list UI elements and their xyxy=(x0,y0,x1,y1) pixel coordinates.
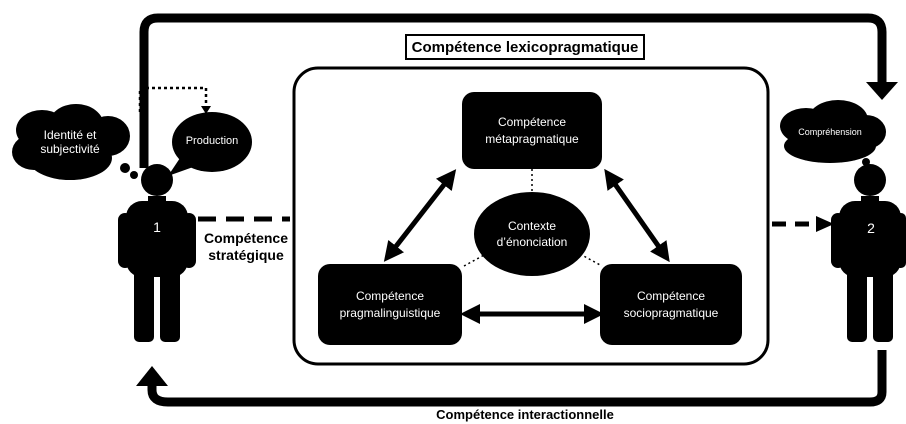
pragmalinguistic-line2: pragmalinguistique xyxy=(339,305,441,320)
bottom-loop-arrowhead xyxy=(136,366,168,386)
comprehension-bubble-text: Compréhension xyxy=(798,127,862,137)
sociopragmatic-box: Compétence sociopragmatique xyxy=(600,264,742,345)
top-loop-arrowhead xyxy=(866,82,898,100)
lexicopragmatic-title: Compétence lexicopragmatique xyxy=(405,34,645,60)
title-text: Compétence lexicopragmatique xyxy=(411,38,639,56)
context-line2: d’énonciation xyxy=(496,235,568,249)
person-2-figure xyxy=(831,164,906,342)
production-bubble-text: Production xyxy=(185,135,239,147)
person-2-number: 2 xyxy=(867,220,875,236)
dotted-arrow xyxy=(138,86,208,112)
pragmalinguistic-line1: Compétence xyxy=(355,289,425,304)
metapragmatic-line2: métapragmatique xyxy=(485,131,579,146)
sociopragmatic-line2: sociopragmatique xyxy=(623,305,719,320)
strategic-line2: stratégique xyxy=(208,246,284,263)
bottom-loop-arrow xyxy=(147,350,887,407)
comprehension-thought-bubble xyxy=(780,100,886,174)
strategic-line1: Compétence xyxy=(203,230,289,246)
person-1-figure xyxy=(118,164,196,342)
production-speech-bubble xyxy=(168,112,252,176)
pragmalinguistic-box: Compétence pragmalinguistique xyxy=(318,264,462,345)
strategic-competence-label: Compétence stratégique xyxy=(198,230,294,264)
identity-bubble-text: Identité et subjectivité xyxy=(22,128,118,157)
top-loop-arrow xyxy=(139,13,887,168)
person-1-number: 1 xyxy=(153,219,161,235)
interactional-competence-label: Compétence interactionnelle xyxy=(436,407,614,422)
context-ellipse: Contexte d’énonciation xyxy=(474,192,590,276)
identity-line2: subjectivité xyxy=(40,142,100,157)
identity-line1: Identité et xyxy=(43,128,97,142)
identity-thought-bubble xyxy=(12,104,138,180)
arrow-meta-socio xyxy=(604,168,670,263)
metapragmatic-box: Compétence métapragmatique xyxy=(462,92,602,169)
metapragmatic-line1: Compétence xyxy=(497,115,567,130)
context-line1: Contexte xyxy=(507,218,556,233)
sociopragmatic-line1: Compétence xyxy=(636,289,706,304)
arrow-meta-pragma xyxy=(383,169,457,262)
